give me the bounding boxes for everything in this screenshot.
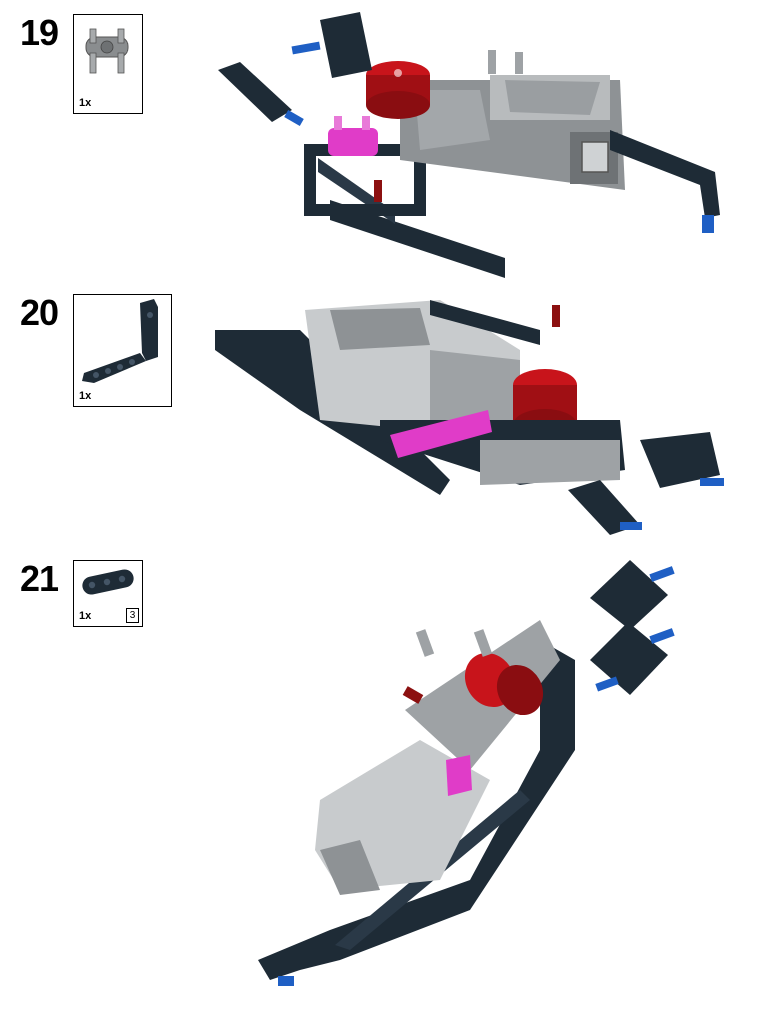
step-number: 21 xyxy=(20,558,59,599)
parts-callout: 1x 3 xyxy=(73,560,143,627)
model-assembly-20 xyxy=(215,300,724,535)
step-21: 21 1x 3 xyxy=(0,550,768,1024)
part-quantity: 1x xyxy=(79,390,92,402)
straight-beam-icon xyxy=(82,569,134,595)
step-19: 19 1x xyxy=(0,0,768,290)
l-shaped-beam-icon xyxy=(82,299,158,383)
part-length-badge: 3 xyxy=(126,608,139,623)
parts-callout: 1x xyxy=(73,294,172,407)
double-axle-pin-connector-icon xyxy=(85,28,129,74)
model-assembly-21 xyxy=(258,560,675,986)
step-number: 19 xyxy=(20,12,59,53)
parts-callout: 1x xyxy=(73,14,143,114)
step-20: 20 1x xyxy=(0,290,768,550)
part-quantity: 1x xyxy=(79,97,92,109)
model-assembly-19 xyxy=(218,12,720,278)
part-quantity: 1x xyxy=(79,610,92,622)
step-number: 20 xyxy=(20,292,59,333)
